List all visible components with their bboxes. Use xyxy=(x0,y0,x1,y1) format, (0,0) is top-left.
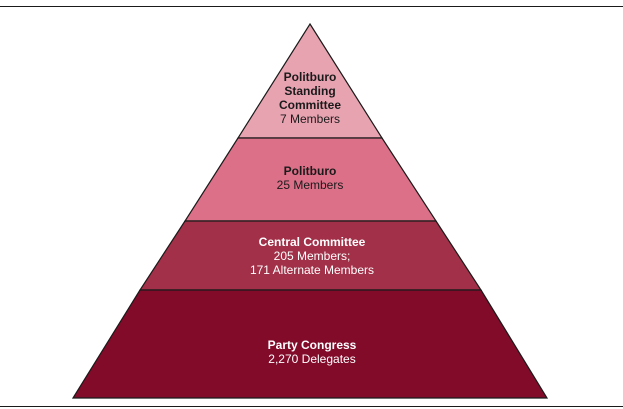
tier-3-detail-line-1: 205 Members; xyxy=(274,249,351,263)
top-rule xyxy=(0,6,623,7)
bottom-rule xyxy=(0,406,623,407)
tier-party-congress xyxy=(71,289,549,399)
tier-2-title-line-1: Politburo xyxy=(284,164,337,178)
tier-1-title-line-3: Committee xyxy=(279,98,341,112)
tier-1-detail-line-1: 7 Members xyxy=(280,112,340,126)
tier-2-detail-line-1: 25 Members xyxy=(277,178,344,192)
tier-4-detail-line-1: 2,270 Delegates xyxy=(268,352,355,366)
tier-1-title-line-2: Standing xyxy=(284,84,335,98)
tier-1-title-line-1: Politburo xyxy=(284,70,337,84)
tier-4-title-line-1: Party Congress xyxy=(268,338,357,352)
tier-3-detail-line-2: 171 Alternate Members xyxy=(250,263,374,277)
tier-3-title-line-1: Central Committee xyxy=(259,235,366,249)
